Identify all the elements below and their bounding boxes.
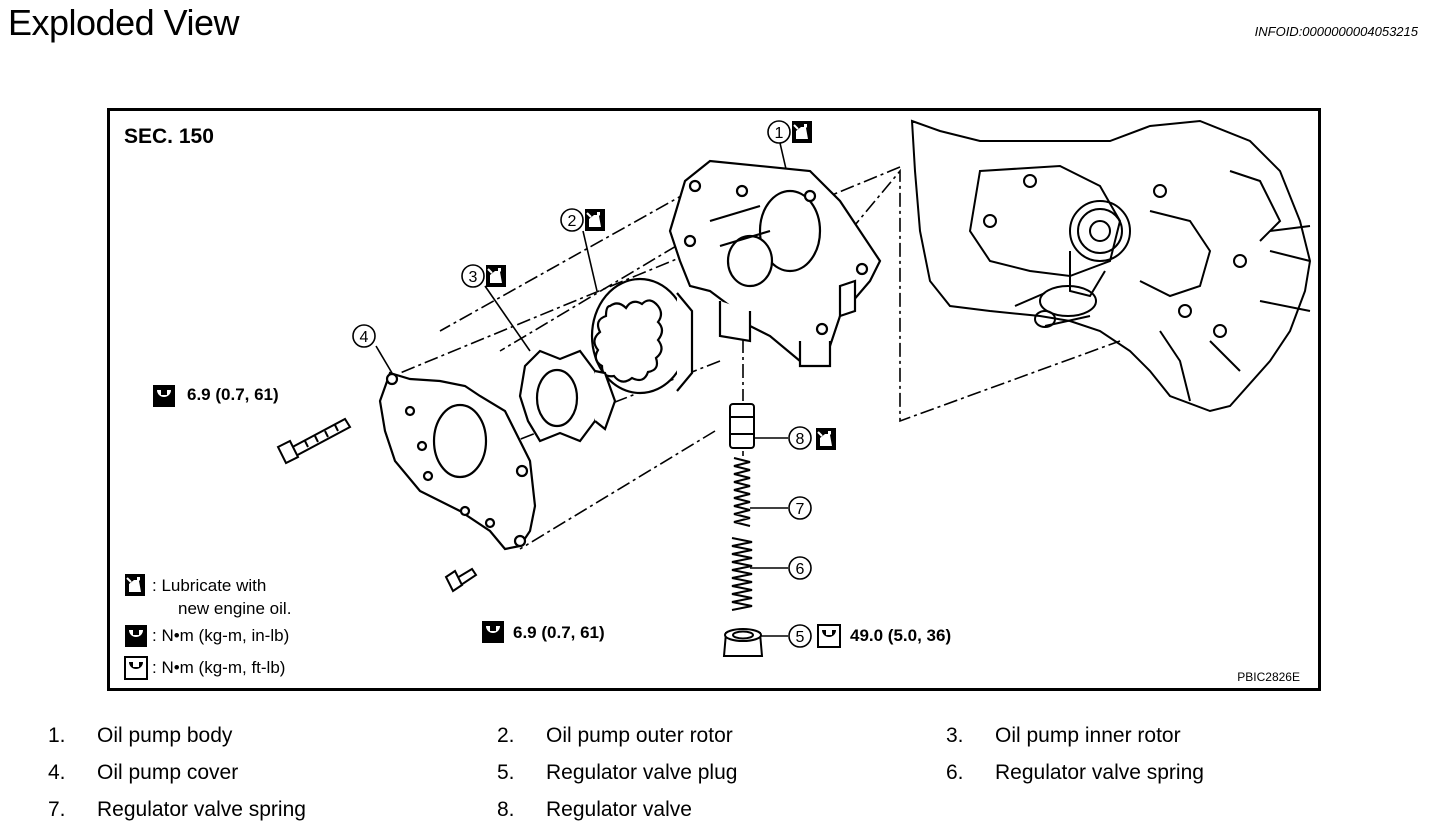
torque-wrench-inlb-icon [125, 625, 147, 647]
callout-2: 2 [568, 213, 577, 230]
callout-circle-2 [560, 208, 584, 232]
legend-lubricate-cont: new engine oil. [178, 599, 292, 618]
callout-7: 7 [796, 501, 805, 518]
torque-cover-screw: 6.9 (0.7, 61) [513, 623, 605, 642]
cover-screw [444, 567, 478, 593]
torque-cover-bolt: 6.9 (0.7, 61) [187, 385, 279, 404]
torque-wrench-inlb-icon [482, 621, 504, 643]
callout-3: 3 [469, 269, 478, 286]
regulator-valve-plug [722, 628, 764, 657]
oil-can-icon [815, 427, 837, 451]
leader-lines [399, 166, 1121, 550]
callout-circle-1 [767, 120, 791, 144]
legend-nm-inlb: : N•m (kg-m, in-lb) [152, 626, 290, 645]
cover-bolt [276, 417, 352, 465]
legend-lubricate: : Lubricate with [152, 576, 267, 595]
callout-circle-5 [788, 624, 812, 648]
oil-pump-inner-rotor [518, 349, 617, 443]
torque-plug: 49.0 (5.0, 36) [850, 626, 952, 645]
oil-pump-body [668, 159, 882, 368]
callout-8: 8 [796, 431, 805, 448]
regulator-valve-spring-6 [731, 537, 753, 611]
legend-nm-ftlb: : N•m (kg-m, ft-lb) [152, 658, 286, 677]
callout-circle-7 [788, 496, 812, 520]
callout-circle-8 [788, 426, 812, 450]
callout-4: 4 [360, 329, 369, 346]
figure-code: PBIC2826E [1237, 670, 1300, 684]
callout-circle-6 [788, 556, 812, 580]
engine-block [910, 119, 1312, 413]
callout-circle-3 [461, 264, 485, 288]
callouts [352, 120, 812, 648]
oil-pump-cover [378, 371, 537, 551]
torque-wrench-ftlb-icon [124, 656, 148, 680]
oil-pump-outer-rotor [590, 277, 694, 395]
oil-can-icon [584, 208, 606, 232]
section-label: SEC. 150 [124, 125, 214, 148]
exploded-view-figure: 1 2 3 4 8 7 6 5 SEC. 150 6.9 (0.7, 61) 6… [107, 108, 1321, 691]
callout-6: 6 [796, 561, 805, 578]
callout-5: 5 [796, 629, 805, 646]
oil-can-icon [485, 264, 507, 288]
page-title: Exploded View [8, 2, 240, 43]
torque-wrench-ftlb-icon [817, 624, 841, 648]
callout-1: 1 [775, 125, 784, 142]
regulator-valve-spring-7 [733, 457, 751, 527]
torque-wrench-inlb-icon [153, 385, 175, 407]
info-id: INFOID:0000000004053215 [1254, 24, 1418, 39]
oil-can-icon [791, 120, 813, 144]
oil-can-icon [124, 573, 146, 597]
callout-circle-4 [352, 324, 376, 348]
exploded-diagram: 1 2 3 4 8 7 6 5 [124, 119, 1312, 680]
regulator-valve [729, 403, 755, 449]
